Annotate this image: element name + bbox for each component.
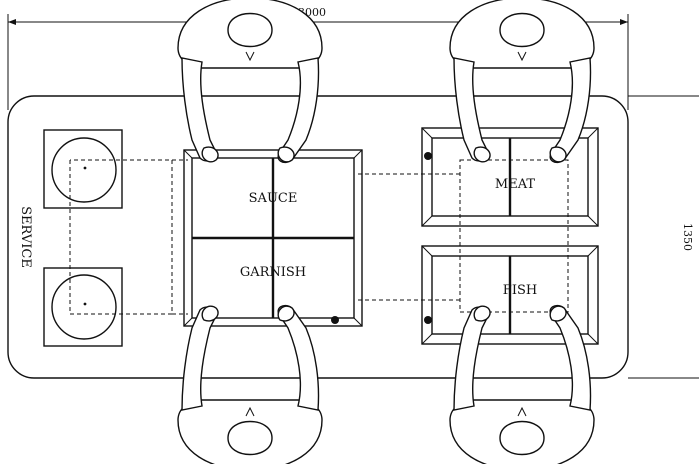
flow-lines	[69, 159, 569, 315]
cook-figure-top-left	[177, 0, 323, 164]
service-label: SERVICE	[18, 206, 33, 268]
service-plate-bottom	[43, 267, 123, 347]
meat-station: MEAT	[421, 127, 599, 227]
fish-label: FISH	[503, 283, 537, 298]
cook-figure-bottom-right	[449, 304, 595, 464]
depth-dimension-label: 1350	[681, 223, 694, 251]
depth-dimension: 1350	[628, 95, 699, 379]
fish-station: FISH	[421, 245, 599, 345]
garnish-label: GARNISH	[240, 265, 306, 280]
meat-label: MEAT	[495, 177, 535, 192]
central-station: SAUCE GARNISH	[183, 149, 363, 327]
sauce-label: SAUCE	[249, 191, 298, 206]
cook-figure-bottom-left	[177, 304, 323, 464]
service-plate-top	[43, 129, 123, 209]
